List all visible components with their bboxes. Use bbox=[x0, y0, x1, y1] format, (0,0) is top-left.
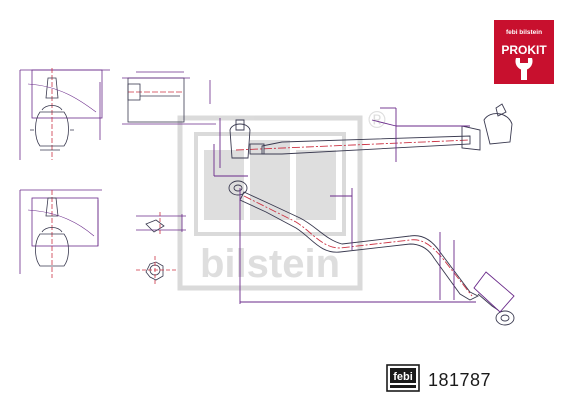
ball-joint-view-bottom bbox=[19, 189, 102, 278]
badge-brand-text: febi bilstein bbox=[506, 29, 542, 36]
wrench-icon bbox=[515, 58, 533, 80]
watermark-logo: bilstein ® bbox=[177, 107, 386, 291]
watermark-brand-text: bilstein bbox=[200, 242, 340, 286]
prokit-badge: febi bilstein PROKIT bbox=[494, 20, 554, 84]
hex-nut-view bbox=[136, 256, 178, 286]
bolt-view bbox=[136, 212, 186, 236]
tie-rod-straight bbox=[213, 103, 513, 176]
febi-logo-text: febi bbox=[393, 371, 413, 383]
sleeve-view bbox=[122, 71, 216, 125]
tie-rod-bent bbox=[214, 175, 515, 326]
registered-symbol: ® bbox=[368, 107, 386, 134]
ball-joint-view-top bbox=[19, 68, 110, 160]
part-number: 181787 bbox=[428, 370, 492, 390]
badge-product-line: PROKIT bbox=[501, 43, 547, 57]
febi-logo: febi bbox=[386, 364, 420, 392]
